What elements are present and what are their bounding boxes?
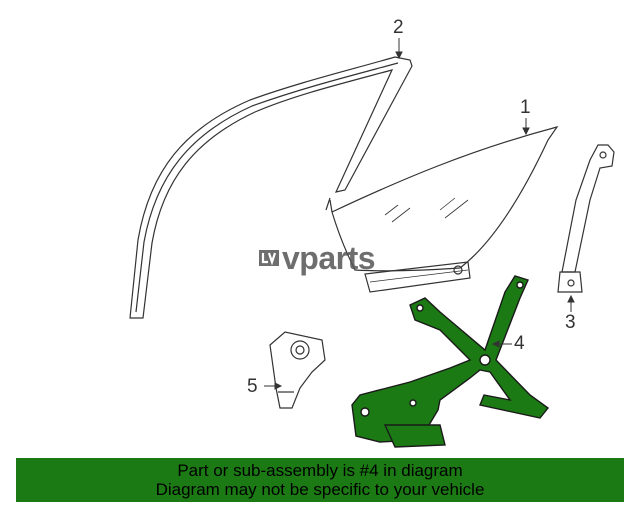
banner-line-2: Diagram may not be specific to your vehi…: [155, 480, 485, 499]
watermark: vparts: [258, 239, 376, 276]
callout-3: 3: [565, 312, 576, 333]
callout-2: 2: [393, 17, 404, 38]
lv-logo-icon: [259, 250, 279, 266]
callout-1: 1: [520, 97, 531, 118]
part-3-run-channel: [557, 144, 615, 293]
part-1-door-glass: [325, 126, 559, 293]
callout-5: 5: [247, 376, 258, 397]
part-2-frame-channel: [129, 56, 413, 319]
watermark-text: vparts: [282, 239, 376, 276]
banner-line-1: Part or sub-assembly is #4 in diagram: [177, 461, 463, 480]
info-banner: Part or sub-assembly is #4 in diagram Di…: [16, 458, 624, 502]
part-5-motor: [269, 331, 326, 409]
part-4-window-regulator: [351, 275, 550, 448]
leader-lines: [264, 38, 575, 390]
callout-4: 4: [514, 333, 525, 354]
